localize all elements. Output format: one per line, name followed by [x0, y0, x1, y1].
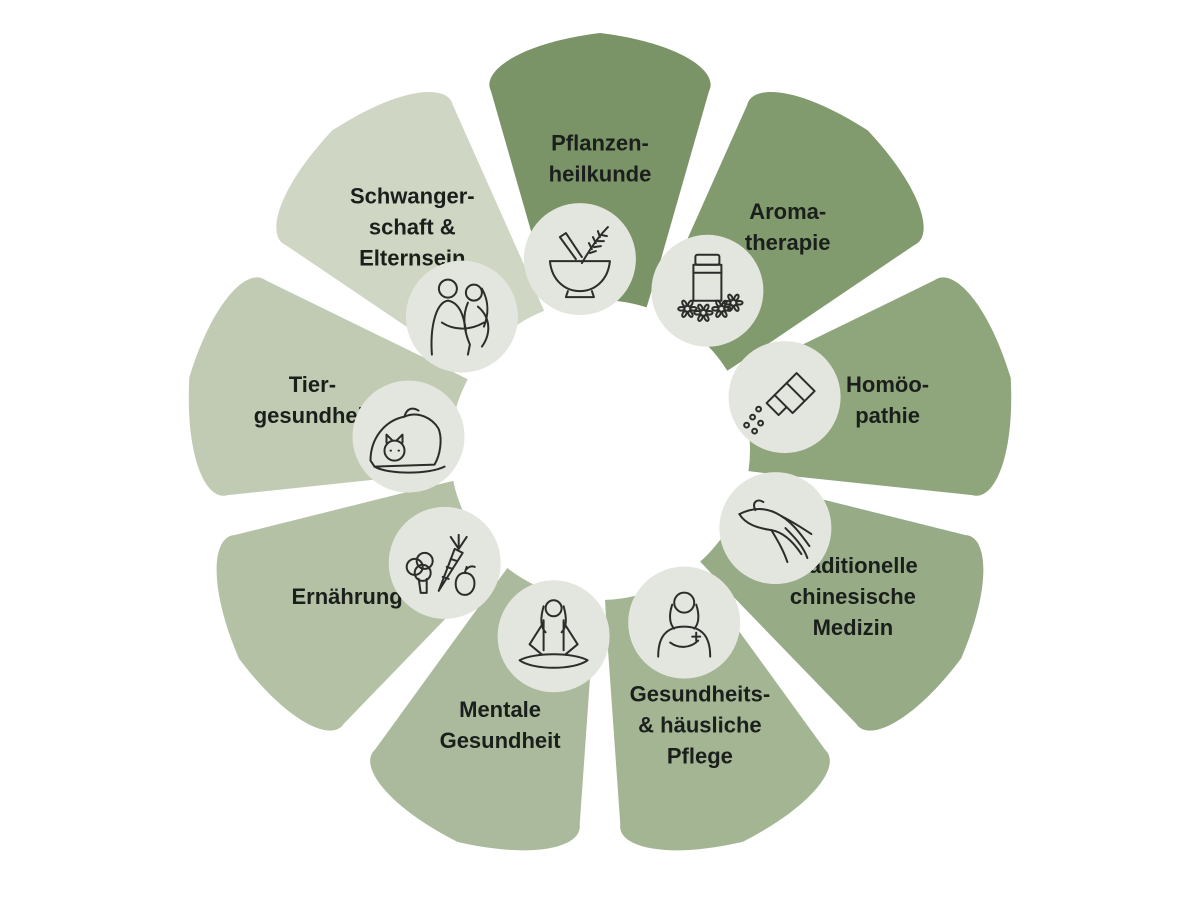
- segment-label-line: Aroma-: [749, 199, 826, 224]
- segment-label-homoeopathie: Homöo-pathie: [846, 372, 929, 428]
- icon-circle: [719, 472, 832, 585]
- mortar-pestle-herbs-icon: [523, 203, 636, 316]
- segment-label-ernaehrung: Ernährung: [291, 584, 402, 609]
- segment-label-schwangerschaft: Schwanger-schaft &Elternsein: [350, 183, 475, 270]
- icon-circle: [523, 203, 636, 316]
- segment-label-line: Gesundheit: [440, 728, 562, 753]
- segment-label-line: therapie: [745, 230, 831, 255]
- segment-label-line: Pflanzen-: [551, 131, 649, 156]
- segment-label-line: Pflege: [667, 743, 733, 768]
- icon-circle: [497, 580, 610, 693]
- segment-label-line: schaft &: [369, 214, 456, 239]
- icon-circle: [352, 380, 465, 493]
- nurse-icon: [628, 566, 741, 679]
- segment-label-line: heilkunde: [549, 162, 652, 187]
- icon-circle: [651, 234, 764, 347]
- essential-oil-flowers-icon: [651, 234, 764, 347]
- segment-label-line: Gesundheits-: [630, 681, 771, 706]
- vegetables-fruit-icon: [388, 506, 501, 619]
- icon-circle: [728, 341, 841, 454]
- globules-bottle-icon: [728, 341, 841, 454]
- dog-cat-icon: [352, 380, 465, 493]
- icon-circle: [388, 506, 501, 619]
- segment-label-line: Homöo-: [846, 372, 929, 397]
- segment-label-line: Medizin: [813, 615, 894, 640]
- segment-label-pflanzenheilkunde: Pflanzen-heilkunde: [549, 131, 652, 187]
- segment-label-line: Schwanger-: [350, 183, 475, 208]
- segment-label-line: Ernährung: [291, 584, 402, 609]
- meditating-woman-icon: [497, 580, 610, 693]
- icon-circle: [628, 566, 741, 679]
- segment-label-line: gesundheit: [254, 403, 372, 428]
- segment-label-tiergesundheit: Tier-gesundheit: [254, 372, 372, 428]
- segment-label-line: chinesische: [790, 584, 916, 609]
- expecting-parents-icon: [405, 260, 518, 373]
- segment-label-line: Tier-: [289, 372, 336, 397]
- segment-label-line: Mentale: [459, 697, 541, 722]
- segment-label-aromatherapie: Aroma-therapie: [745, 199, 831, 255]
- segment-label-line: & häusliche: [638, 712, 761, 737]
- segment-label-line: pathie: [855, 403, 920, 428]
- ginseng-root-icon: [719, 472, 832, 585]
